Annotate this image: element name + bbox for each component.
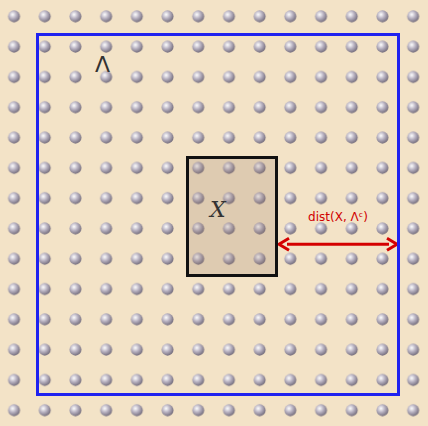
- arrow-head: [279, 238, 289, 250]
- distance-label: dist(X, Λᶜ): [308, 210, 368, 224]
- arrow-shaft: [287, 243, 389, 246]
- subset-box: X: [186, 156, 278, 277]
- distance-arrow: [279, 238, 397, 250]
- region-label: X: [210, 199, 226, 221]
- arrow-head: [387, 238, 397, 250]
- region-label: Λ: [95, 54, 110, 76]
